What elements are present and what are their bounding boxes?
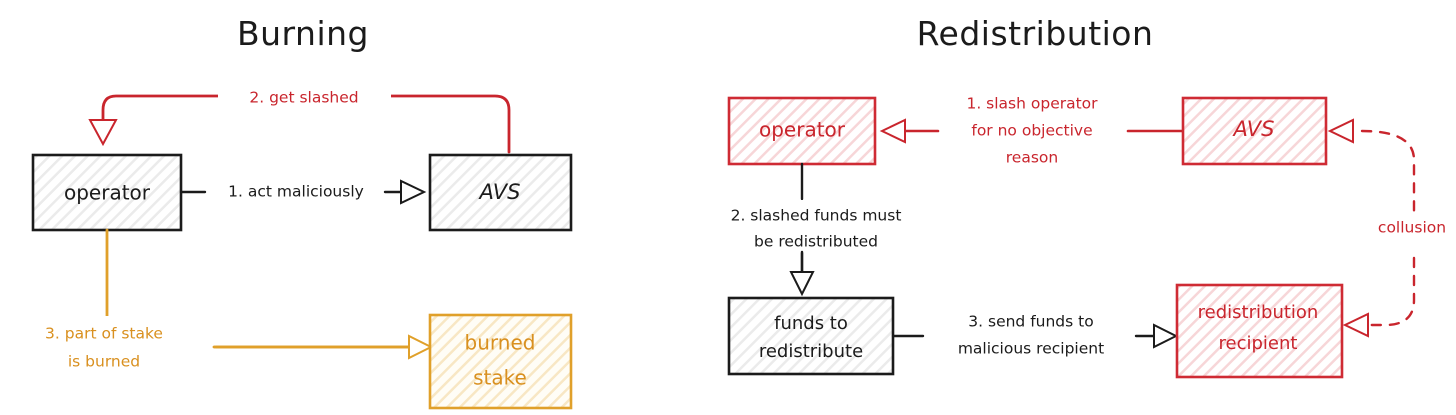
edge-label-slash-operator-line1: 1. slash operator (966, 95, 1098, 113)
arrowhead-collusion-bottom (1342, 312, 1369, 338)
node-operator-burning[interactable]: operator (31, 153, 183, 232)
edge-label-send-funds-line2: malicious recipient (958, 340, 1104, 358)
edge-slash-operator: 1. slash operator for no objective reaso… (879, 95, 1184, 167)
arrowhead-slash-operator (879, 118, 906, 144)
node-funds-to-redistribute[interactable]: funds to redistribute (727, 296, 895, 376)
panel-redistribution: Redistribution operator 1. slash operato… (680, 14, 1456, 379)
node-avs-burning-shape (428, 153, 573, 232)
edge-label-part-of-stake-line2: is burned (68, 353, 140, 371)
edge-collusion: collusion (1327, 118, 1456, 338)
node-avs-redistribution-label: AVS (1231, 117, 1274, 141)
edge-label-slash-operator-line3: reason (1006, 149, 1058, 167)
node-burned-stake-label-line1: burned (465, 331, 536, 355)
arrowhead-part-of-stake (408, 334, 434, 360)
node-redistribution-recipient[interactable]: redistribution recipient (1175, 283, 1344, 379)
node-burned-stake[interactable]: burned stake (428, 313, 573, 410)
edge-label-send-funds-line1: 3. send funds to (968, 313, 1093, 331)
node-redistribution-recipient-label-line2: recipient (1219, 333, 1298, 354)
edge-get-slashed: 2. get slashed (88, 86, 511, 154)
edge-act-maliciously: 1. act maliciously (179, 179, 427, 205)
node-redistribution-recipient-label-line1: redistribution (1198, 302, 1319, 323)
node-avs-redistribution-shape (1181, 96, 1328, 166)
edge-label-collusion: collusion (1378, 219, 1446, 237)
panel-burning: Burning 2. get slashed operator 1. act m… (2, 14, 573, 410)
arrowhead-get-slashed (88, 119, 118, 147)
panel-title-redistribution: Redistribution (917, 14, 1154, 53)
node-funds-to-redistribute-label-line1: funds to (774, 313, 848, 334)
edge-label-get-slashed: 2. get slashed (249, 89, 358, 107)
arrowhead-act-maliciously (400, 179, 427, 205)
arrowhead-collusion-top (1327, 118, 1354, 144)
edge-label-slashed-funds-line1: 2. slashed funds must (731, 207, 902, 225)
node-burned-stake-label-line2: stake (473, 366, 527, 390)
node-avs-burning[interactable]: AVS (428, 153, 573, 232)
node-funds-to-redistribute-label-line2: redistribute (759, 341, 863, 362)
node-redistribution-recipient-shape (1175, 283, 1344, 379)
node-avs-redistribution[interactable]: AVS (1181, 96, 1328, 166)
node-operator-redistribution[interactable]: operator (727, 96, 877, 166)
arrowhead-slashed-funds (789, 271, 815, 297)
edge-part-of-stake-burned: 3. part of stake is burned (2, 228, 434, 378)
node-avs-burning-label: AVS (477, 180, 520, 204)
panel-title-burning: Burning (237, 14, 369, 53)
node-burned-stake-shape (428, 313, 573, 410)
edge-label-slash-operator-line2: for no objective (971, 122, 1092, 140)
node-operator-redistribution-label: operator (759, 118, 846, 142)
edge-label-act-maliciously: 1. act maliciously (228, 183, 364, 201)
node-operator-burning-label: operator (64, 181, 151, 205)
arrowhead-send-funds (1153, 323, 1179, 349)
edge-label-part-of-stake-line1: 3. part of stake (45, 325, 163, 343)
edge-slashed-funds: 2. slashed funds must be redistributed (680, 162, 952, 297)
edge-label-slashed-funds-line2: be redistributed (754, 233, 878, 251)
node-funds-to-redistribute-shape (727, 296, 895, 376)
edge-send-funds: 3. send funds to malicious recipient (891, 313, 1179, 358)
